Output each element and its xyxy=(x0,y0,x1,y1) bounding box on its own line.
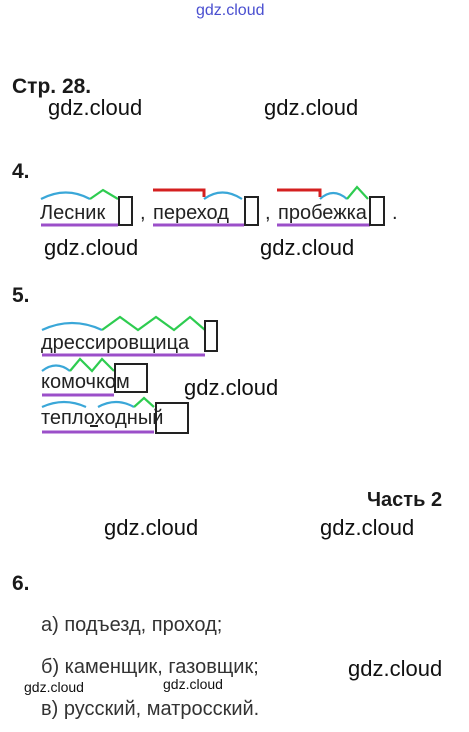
top-watermark: gdz.cloud xyxy=(196,2,265,19)
ending-box xyxy=(369,196,385,226)
watermark: gdz.cloud xyxy=(348,656,443,681)
task-5-word-1: дрессировщица xyxy=(41,332,190,354)
task-6-answer-a: а) подъезд, проход; xyxy=(41,614,223,636)
root-arc xyxy=(97,400,135,408)
watermark: gdz.cloud xyxy=(260,235,355,260)
separator: , xyxy=(140,202,146,224)
suffix-mark xyxy=(133,396,155,408)
watermark: gdz.cloud xyxy=(44,235,139,260)
task-6-answer-c: в) русский, матросский. xyxy=(41,698,260,720)
task-6-answer-b: б) каменщик, газовщик; xyxy=(41,656,259,678)
ending-box xyxy=(114,363,148,393)
watermark: gdz.cloud xyxy=(104,515,199,540)
watermark-small: gdz.cloud xyxy=(24,679,84,695)
part-label: Часть 2 xyxy=(367,489,443,511)
task-4-word-3: пробежка xyxy=(278,202,367,224)
watermark: gdz.cloud xyxy=(320,515,415,540)
task-4-word-2: переход xyxy=(153,202,229,224)
watermark: gdz.cloud xyxy=(264,95,359,120)
ending-box xyxy=(118,196,133,226)
suffix-mark xyxy=(89,188,119,200)
watermark: gdz.cloud xyxy=(48,95,143,120)
task-6-number: 6. xyxy=(12,572,30,595)
task-4-word-1: Лесник xyxy=(40,202,106,224)
ending-box xyxy=(155,402,189,434)
suffix-mark xyxy=(69,357,115,373)
ending-box xyxy=(244,196,259,226)
page-heading: Стр. 28. xyxy=(12,75,92,98)
root-arc xyxy=(41,321,103,331)
root-arc xyxy=(203,191,243,200)
prefix-mark xyxy=(153,188,206,197)
suffix-mark xyxy=(346,185,369,200)
separator: . xyxy=(392,202,398,224)
root-arc xyxy=(319,191,348,200)
root-arc xyxy=(40,191,91,200)
watermark: gdz.cloud xyxy=(184,375,279,400)
watermark-small: gdz.cloud xyxy=(163,676,223,692)
task-5-word-3: теплоходный xyxy=(41,407,164,429)
task-4-number: 4. xyxy=(12,160,30,183)
root-arc xyxy=(41,400,87,409)
task-5-word-2: комочком xyxy=(41,371,130,393)
suffix-mark xyxy=(101,315,206,332)
separator: , xyxy=(265,202,271,224)
prefix-mark xyxy=(277,188,322,197)
ending-box xyxy=(204,320,218,352)
root-arc xyxy=(41,364,71,372)
task-5-number: 5. xyxy=(12,284,30,307)
